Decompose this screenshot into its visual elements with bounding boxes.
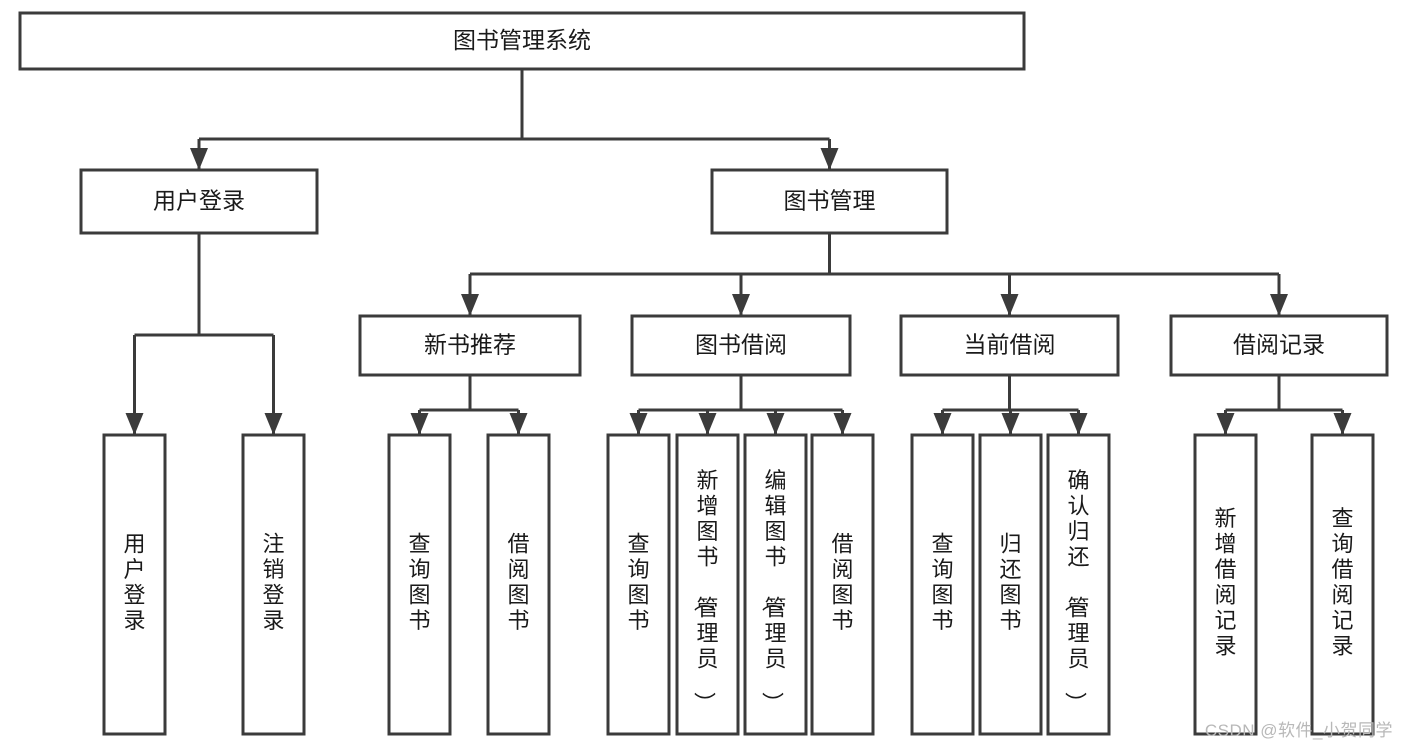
node-box	[18, 11, 1026, 71]
arrow-icon	[461, 294, 479, 316]
node-layer: 图书管理系统用户登录图书管理新书推荐图书借阅当前借阅借阅记录用户登录注销登录查询…	[18, 11, 1389, 736]
node-label: 当前借阅	[964, 332, 1056, 358]
arrow-icon	[190, 148, 208, 170]
node-new-book-recommend[interactable]: 新书推荐	[358, 314, 582, 377]
node-label: 借阅记录	[1233, 332, 1325, 358]
node-box	[630, 314, 852, 377]
node-label: 查询图书	[408, 532, 430, 634]
arrow-icon	[1001, 413, 1020, 435]
node-label: 新书推荐	[424, 332, 516, 358]
node-box	[486, 433, 551, 736]
node-box	[79, 168, 319, 235]
node-root[interactable]: 图书管理系统	[18, 11, 1026, 71]
node-label: 查询图书	[627, 532, 649, 634]
node-label: 用户登录	[123, 532, 145, 634]
node-leaf-query-book-1[interactable]: 查询图书	[387, 433, 452, 736]
node-box	[241, 433, 306, 736]
node-leaf-query-record[interactable]: 查询借阅记录	[1310, 433, 1375, 736]
node-box	[910, 433, 975, 736]
arrow-icon	[732, 294, 750, 316]
node-leaf-return-book[interactable]: 归还图书	[978, 433, 1043, 736]
node-leaf-edit-book[interactable]: 编辑图书（管理员）	[743, 433, 808, 736]
node-user-login[interactable]: 用户登录	[79, 168, 319, 235]
arrow-icon	[766, 413, 785, 435]
node-box	[710, 168, 949, 235]
node-label: 图书管理	[784, 188, 876, 214]
node-leaf-query-book-3[interactable]: 查询图书	[910, 433, 975, 736]
arrow-icon	[820, 148, 839, 170]
connector-layer	[125, 69, 1352, 435]
node-leaf-user-logout[interactable]: 注销登录	[241, 433, 306, 736]
arrow-icon	[933, 413, 952, 435]
arrow-icon	[264, 413, 283, 435]
node-leaf-confirm-return[interactable]: 确认归还（管理员）	[1046, 433, 1111, 736]
arrow-icon	[1216, 413, 1235, 435]
node-box	[675, 433, 740, 736]
node-label: 用户登录	[153, 188, 245, 214]
node-box	[606, 433, 671, 736]
arrow-icon	[1333, 413, 1352, 435]
arrow-icon	[833, 413, 852, 435]
arrow-icon	[629, 413, 648, 435]
node-leaf-user-login[interactable]: 用户登录	[102, 433, 167, 736]
node-book-manage[interactable]: 图书管理	[710, 168, 949, 235]
node-leaf-query-book-2[interactable]: 查询图书	[606, 433, 671, 736]
node-label: 图书管理系统	[453, 27, 591, 53]
arrow-icon	[125, 413, 144, 435]
node-box	[1169, 314, 1389, 377]
arrow-icon	[509, 413, 528, 435]
node-label: 新增借阅记录	[1214, 506, 1236, 659]
node-label: 借阅图书	[507, 532, 529, 634]
node-leaf-add-book[interactable]: 新增图书（管理员）	[675, 433, 740, 736]
node-leaf-borrow-book-1[interactable]: 借阅图书	[486, 433, 551, 736]
node-box	[899, 314, 1120, 377]
node-box	[810, 433, 875, 736]
node-box	[102, 433, 167, 736]
node-current-borrow[interactable]: 当前借阅	[899, 314, 1120, 377]
node-label: 查询图书	[931, 532, 953, 634]
node-label: 借阅图书	[831, 532, 853, 634]
node-box	[1193, 433, 1258, 736]
node-box	[1046, 433, 1111, 736]
node-box	[1310, 433, 1375, 736]
node-label: 确认归还（管理员）	[1062, 468, 1089, 714]
node-borrow-record[interactable]: 借阅记录	[1169, 314, 1389, 377]
node-box	[358, 314, 582, 377]
node-box	[743, 433, 808, 736]
node-leaf-add-record[interactable]: 新增借阅记录	[1193, 433, 1258, 736]
node-box	[387, 433, 452, 736]
node-label: 编辑图书（管理员）	[759, 468, 786, 714]
node-label: 注销登录	[262, 532, 284, 634]
node-label: 查询借阅记录	[1331, 506, 1353, 659]
arrow-icon	[410, 413, 429, 435]
node-book-borrow[interactable]: 图书借阅	[630, 314, 852, 377]
node-label: 归还图书	[999, 532, 1021, 634]
node-label: 新增图书（管理员）	[691, 468, 718, 714]
node-box	[978, 433, 1043, 736]
arrow-icon	[1000, 294, 1019, 316]
node-leaf-borrow-book-2[interactable]: 借阅图书	[810, 433, 875, 736]
arrow-icon	[1270, 294, 1288, 316]
node-label: 图书借阅	[695, 332, 787, 358]
arrow-icon	[698, 413, 717, 435]
arrow-icon	[1069, 413, 1088, 435]
